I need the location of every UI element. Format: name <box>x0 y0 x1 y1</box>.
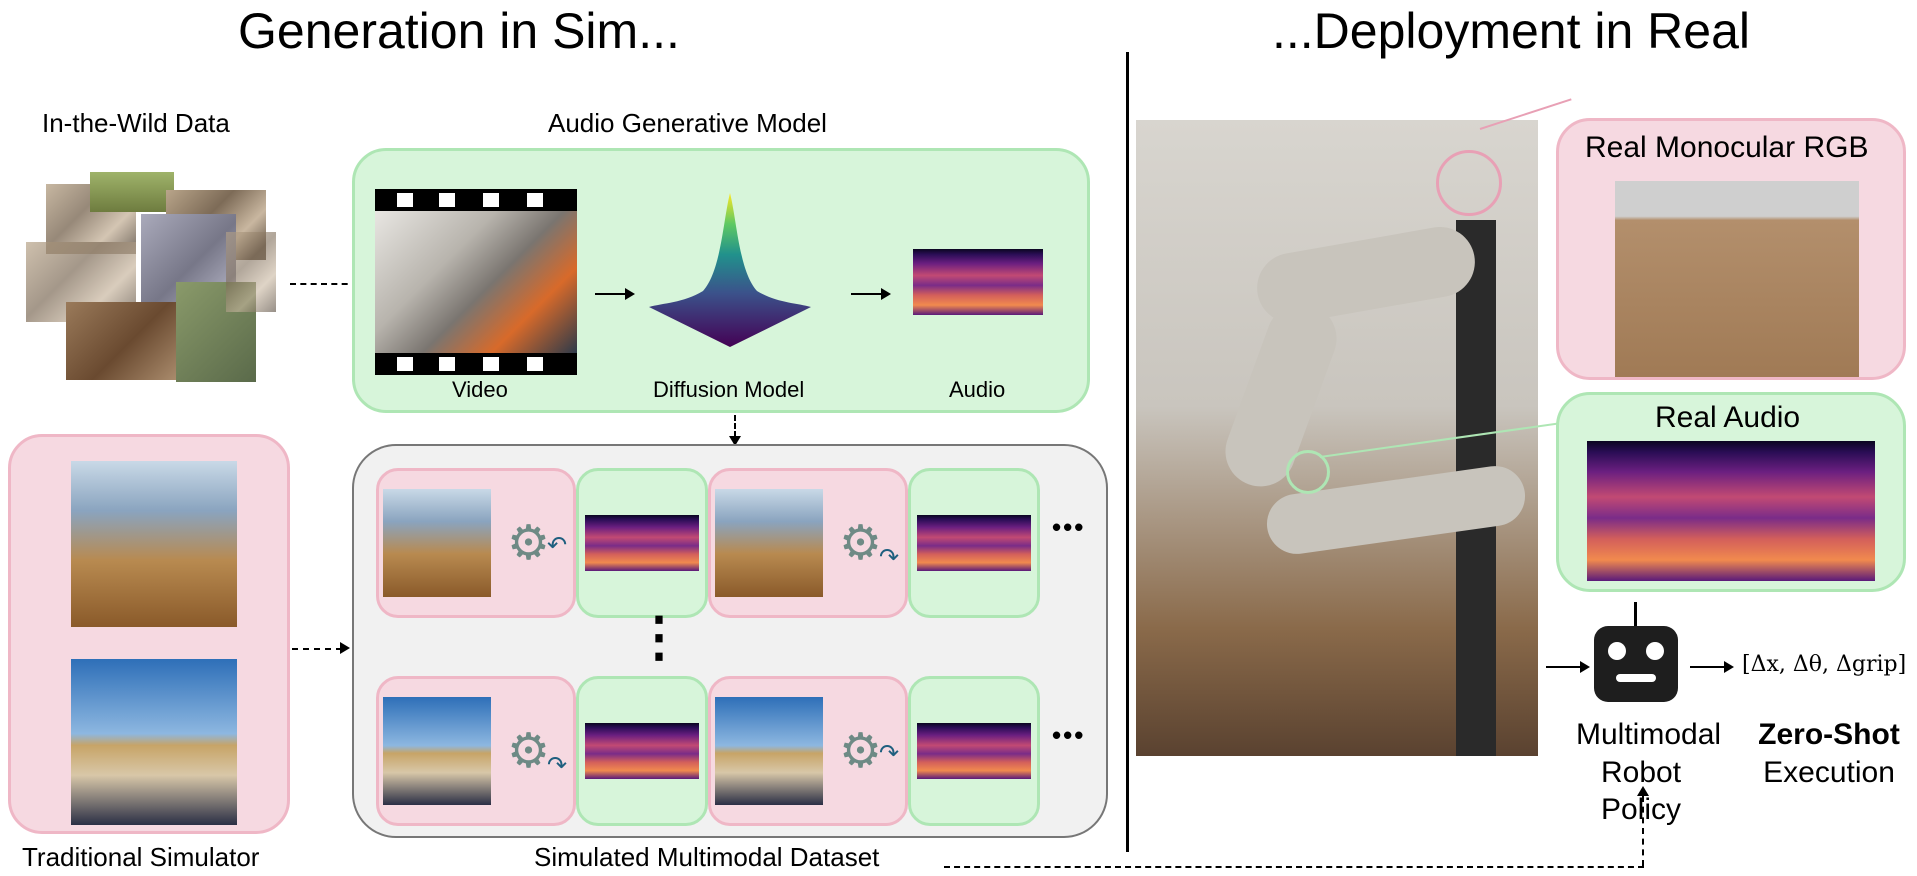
video-film-strip <box>375 189 577 375</box>
policy-label: Multimodal Robot Policy <box>1576 716 1722 829</box>
execution-label: Zero-Shot Execution <box>1744 716 1914 791</box>
diffusion-to-audio-arrow <box>851 288 891 300</box>
sim-frame-image <box>383 489 491 597</box>
audio-generative-model-box: Video Diffusion Model Audio <box>352 148 1090 413</box>
robot-arm-icon: ⚙ <box>839 725 883 778</box>
camera-highlight-circle <box>1436 150 1502 216</box>
simulated-dataset-box: ⚙ ↶ ⚙ ↷ ••• ⋮ ⚙ ↷ ⚙ ↷ ••• <box>352 444 1108 838</box>
diffusion-model-label: Diffusion Model <box>653 377 805 402</box>
rotate-cw-icon: ↷ <box>547 752 568 779</box>
sim-audio-spectrogram <box>585 723 699 779</box>
real-audio-label: Real Audio <box>1655 401 1801 434</box>
sim-audio-spectrogram <box>585 515 699 571</box>
simulator-to-dataset-arrow <box>292 648 342 650</box>
sim-frame-image <box>715 697 823 805</box>
dataset-row2-audio1 <box>576 676 708 826</box>
policy-label-line1: Multimodal <box>1576 718 1722 751</box>
rows-vertical-ellipsis: ⋮ <box>632 607 688 667</box>
model-to-dataset-arrow <box>734 415 736 437</box>
real-rgb-box: Real Monocular RGB <box>1556 118 1906 380</box>
robot-arm-icon: ⚙ <box>507 725 551 778</box>
dataset-row1-audio2 <box>908 468 1040 618</box>
audio-model-title: Audio Generative Model <box>548 108 827 138</box>
arrowhead-up-icon <box>1637 786 1649 796</box>
left-section-title: Generation in Sim... <box>238 3 680 59</box>
dataset-row2-frame1: ⚙ ↷ <box>376 676 576 826</box>
robot-policy-icon <box>1594 626 1678 702</box>
generated-audio-spectrogram <box>913 249 1043 315</box>
audio-label: Audio <box>949 377 1006 402</box>
policy-to-action-arrow <box>1690 661 1734 673</box>
sim-frame-image <box>383 697 491 805</box>
traditional-simulator-label: Traditional Simulator <box>22 842 260 872</box>
rotate-cw-icon: ↷ <box>879 544 900 571</box>
sim-frame-image <box>715 489 823 597</box>
sim-scene-outdoor-image <box>71 659 237 825</box>
simulated-dataset-label: Simulated Multimodal Dataset <box>534 842 880 872</box>
dataset-row2-audio2 <box>908 676 1040 826</box>
rotate-ccw-icon: ↶ <box>547 532 568 559</box>
robot-arm-icon: ⚙ <box>507 517 551 570</box>
video-label: Video <box>452 377 508 402</box>
traditional-simulator-box <box>8 434 290 834</box>
video-to-diffusion-arrow <box>595 288 635 300</box>
policy-label-line2: Robot Policy <box>1600 755 1682 827</box>
dataset-to-policy-arrow <box>944 866 1644 868</box>
real-audio-box: Real Audio <box>1556 392 1906 592</box>
robot-antenna <box>1634 602 1637 628</box>
inputs-to-policy-arrow <box>1546 661 1590 673</box>
video-frame-image <box>375 211 577 353</box>
execution-label-line2: Execution <box>1763 755 1895 789</box>
dataset-row1-audio1 <box>576 468 708 618</box>
dataset-row2-frame2: ⚙ ↷ <box>708 676 908 826</box>
action-vector: [Δx, Δθ, Δgrip] <box>1742 652 1907 677</box>
real-robot-photo <box>1136 120 1538 756</box>
sim-audio-spectrogram <box>917 515 1031 571</box>
real-rgb-image <box>1615 181 1859 377</box>
real-rgb-label: Real Monocular RGB <box>1585 131 1869 164</box>
dataset-to-policy-arrow-vertical <box>1642 796 1644 866</box>
rotate-down-icon: ↷ <box>879 740 900 767</box>
in-the-wild-collage <box>26 172 281 382</box>
dataset-row1-frame1: ⚙ ↶ <box>376 468 576 618</box>
real-audio-spectrogram <box>1587 441 1875 581</box>
row1-more-ellipsis: ••• <box>1052 512 1086 542</box>
arrowhead-down-icon <box>729 436 741 446</box>
right-section-title: ...Deployment in Real <box>1272 3 1751 59</box>
diffusion-model-icon <box>649 193 811 347</box>
sim-scene-indoor-image <box>71 461 237 627</box>
arrowhead-icon <box>340 642 350 654</box>
sim-audio-spectrogram <box>917 723 1031 779</box>
execution-label-line1: Zero-Shot <box>1758 718 1900 751</box>
in-the-wild-label: In-the-Wild Data <box>42 108 230 138</box>
dataset-row1-frame2: ⚙ ↷ <box>708 468 908 618</box>
row2-more-ellipsis: ••• <box>1052 720 1086 750</box>
wild-to-model-arrow <box>290 283 358 285</box>
microphone-highlight-circle <box>1286 450 1330 494</box>
section-divider <box>1126 52 1129 852</box>
robot-arm-icon: ⚙ <box>839 517 883 570</box>
